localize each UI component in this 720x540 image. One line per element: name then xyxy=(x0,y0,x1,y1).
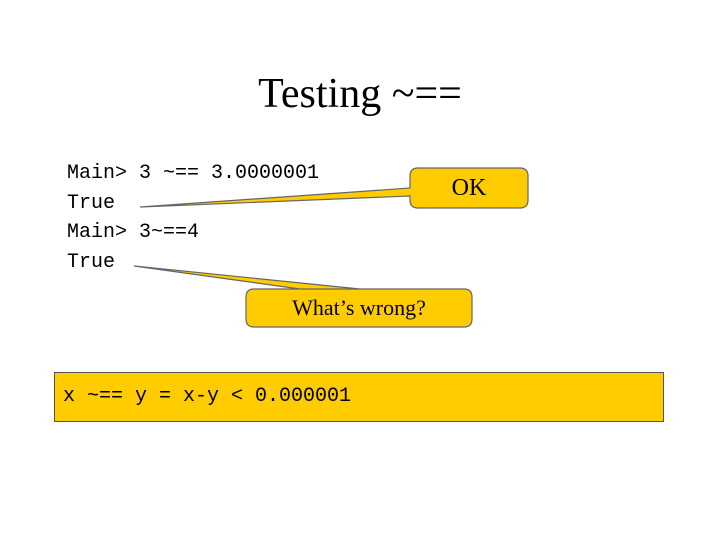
code-line-2: True xyxy=(67,191,116,215)
callout-ok: OK xyxy=(451,174,487,201)
code-line-1: Main> 3 ~== 3.0000001 xyxy=(67,162,320,185)
formula-text: x ~== y = x-y < 0.000001 xyxy=(63,385,352,408)
code-block: Main> 3 ~== 3.0000001 True Main> 3~==4 T… xyxy=(67,159,319,277)
callout-ok-shape xyxy=(139,167,529,209)
callout-whats-wrong: What’s wrong? xyxy=(292,295,426,320)
slide-title: Testing ~== xyxy=(258,71,462,117)
code-line-4: True xyxy=(67,250,116,274)
code-line-3: Main> 3~==4 xyxy=(67,221,200,244)
callout-wrong-shape xyxy=(133,265,473,328)
formula-box: x ~== y = x-y < 0.000001 xyxy=(54,372,664,422)
